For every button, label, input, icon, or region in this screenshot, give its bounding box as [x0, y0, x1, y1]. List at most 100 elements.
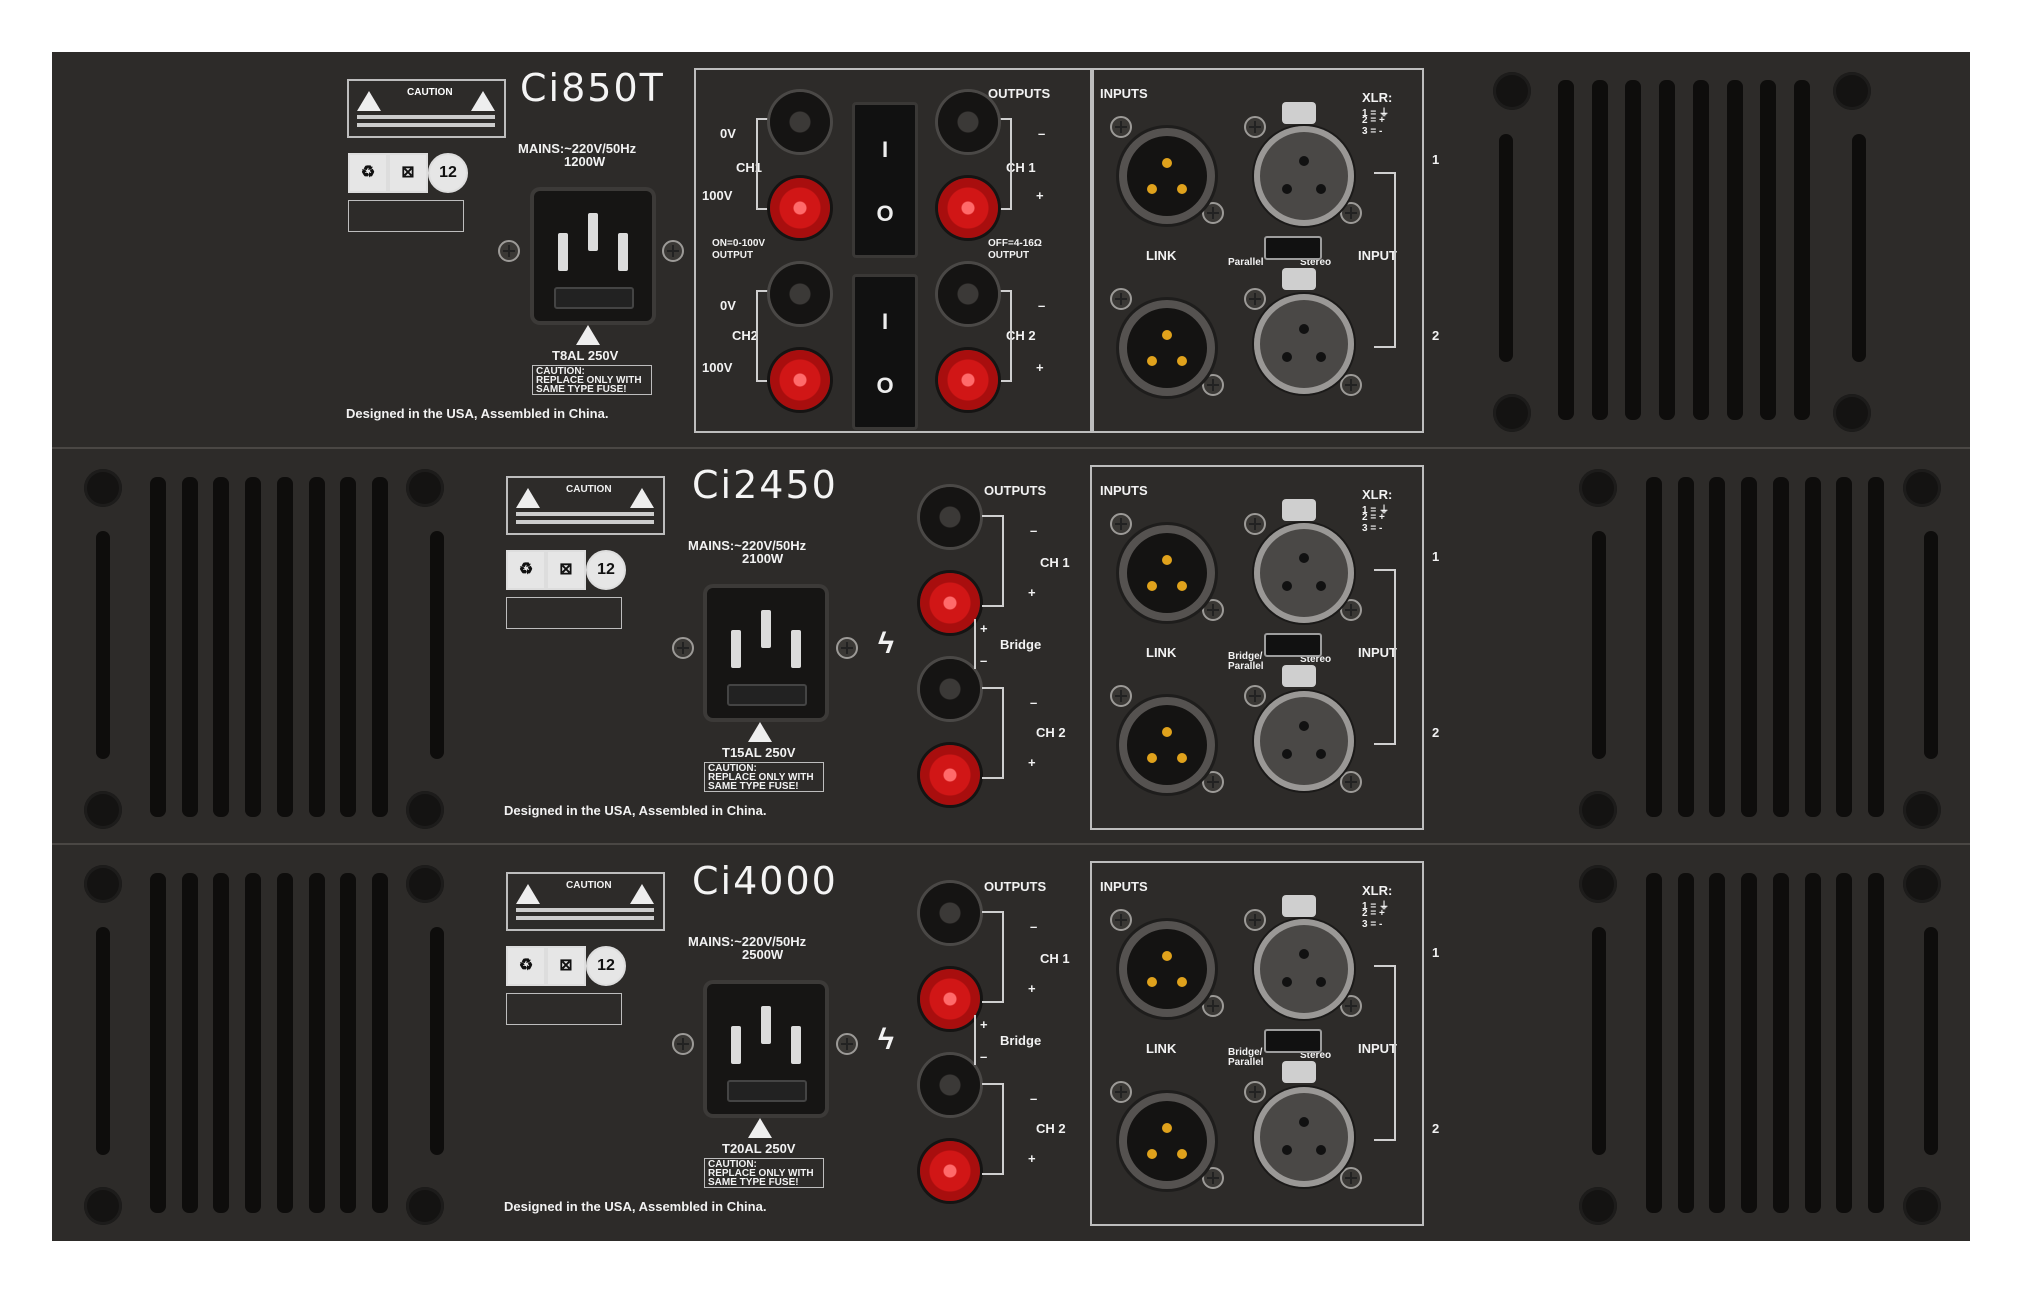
screw-icon: [1244, 1081, 1266, 1103]
vent-slots: [1558, 80, 1810, 420]
bridge-stereo-switch[interactable]: [1264, 633, 1322, 657]
vent-slots: [150, 873, 388, 1213]
ch1-minus-binding-post[interactable]: [920, 487, 980, 547]
fuse-caution-box: CAUTION: REPLACE ONLY WITH SAME TYPE FUS…: [532, 365, 652, 395]
screw-icon: [1202, 1167, 1224, 1189]
ch2-plus-binding-post[interactable]: [920, 1141, 980, 1201]
ch1-0v-binding-post[interactable]: [770, 92, 830, 152]
screw-icon: [1202, 771, 1224, 793]
screw-icon: [836, 1033, 858, 1055]
screw-icon: [498, 240, 520, 262]
warning-triangle-icon: [748, 1118, 772, 1138]
input-1-xlr-female[interactable]: [1254, 919, 1354, 1019]
rack-screw: [1903, 865, 1941, 903]
link-1-xlr-male[interactable]: [1119, 525, 1215, 621]
rack-screw: [1903, 469, 1941, 507]
caution-text: CAUTION: [566, 484, 612, 495]
xlr-release-latch[interactable]: [1282, 499, 1316, 521]
ch1-minus-binding-post[interactable]: [920, 883, 980, 943]
bridge-stereo-switch[interactable]: [1264, 1029, 1322, 1053]
ch2-0v-binding-post[interactable]: [770, 264, 830, 324]
xlr-release-latch[interactable]: [1282, 268, 1316, 290]
ch1-output-mode-switch[interactable]: I O: [852, 102, 918, 258]
warning-triangle-icon: [576, 325, 600, 345]
vent-slots: [1646, 477, 1884, 817]
xlr-release-latch[interactable]: [1282, 102, 1316, 124]
ch1-minus-binding-post[interactable]: [938, 92, 998, 152]
warning-triangle-icon: [630, 884, 654, 904]
vent-slots: [1924, 927, 1940, 1155]
rack-screw: [1903, 1187, 1941, 1225]
ch2-output-mode-switch[interactable]: I O: [852, 274, 918, 430]
rack-screw: [1833, 72, 1871, 110]
link-1-xlr-male[interactable]: [1119, 128, 1215, 224]
fuse-drawer[interactable]: [727, 1080, 807, 1102]
ch2-minus-binding-post[interactable]: [920, 1055, 980, 1115]
input-1-xlr-female[interactable]: [1254, 523, 1354, 623]
screw-icon: [1110, 909, 1132, 931]
fuse-drawer[interactable]: [554, 287, 634, 309]
screw-icon: [1340, 995, 1362, 1017]
vent-slots: [430, 927, 446, 1155]
iec-power-inlet[interactable]: [707, 984, 825, 1114]
inputs-title: INPUTS: [1100, 86, 1148, 101]
ch2-plus-binding-post[interactable]: [938, 350, 998, 410]
screw-icon: [1202, 202, 1224, 224]
link-2-xlr-male[interactable]: [1119, 1093, 1215, 1189]
vent-slots: [1592, 927, 1608, 1155]
weee-bin-icon: ⊠: [546, 550, 586, 590]
iec-power-inlet[interactable]: [534, 191, 652, 321]
amp-unit-ci850t: CAUTION ♻ ⊠ 12 Ci850T MAINS:~220V/50Hz 1…: [52, 52, 1970, 449]
xlr-release-latch[interactable]: [1282, 665, 1316, 687]
screw-icon: [1202, 374, 1224, 396]
parallel-stereo-switch[interactable]: [1264, 236, 1322, 260]
bridge-label: Bridge: [1000, 1033, 1042, 1048]
ch2-minus-binding-post[interactable]: [920, 659, 980, 719]
outputs-title: OUTPUTS: [984, 483, 1047, 498]
input-2-xlr-female[interactable]: [1254, 1087, 1354, 1187]
ch1-plus-binding-post[interactable]: [920, 969, 980, 1029]
warning-triangle-icon: [748, 722, 772, 742]
input-2-xlr-female[interactable]: [1254, 691, 1354, 791]
ch2-minus-binding-post[interactable]: [938, 264, 998, 324]
xlr-release-latch[interactable]: [1282, 895, 1316, 917]
screw-icon: [1244, 513, 1266, 535]
ch1-plus-binding-post[interactable]: [938, 178, 998, 238]
fuse-caution-box: CAUTION: REPLACE ONLY WITH SAME TYPE FUS…: [704, 1158, 824, 1188]
ch2-100v-binding-post[interactable]: [770, 350, 830, 410]
ch1-100v-binding-post[interactable]: [770, 178, 830, 238]
rack-screw: [1903, 791, 1941, 829]
link-1-xlr-male[interactable]: [1119, 921, 1215, 1017]
screw-icon: [1110, 116, 1132, 138]
screw-icon: [1110, 288, 1132, 310]
screw-icon: [1340, 202, 1362, 224]
input-2-xlr-female[interactable]: [1254, 294, 1354, 394]
rack-screw: [406, 791, 444, 829]
input-1-xlr-female[interactable]: [1254, 126, 1354, 226]
mains-voltage: MAINS:~220V/50Hz: [518, 141, 637, 156]
footer-text: Designed in the USA, Assembled in China.: [346, 406, 609, 421]
rack-screw: [84, 865, 122, 903]
bridge-label: Bridge: [1000, 637, 1042, 652]
model-name: Ci2450: [692, 463, 838, 507]
vent-slots: [1924, 531, 1940, 759]
outputs-title: OUTPUTS: [988, 86, 1051, 101]
screw-icon: [672, 637, 694, 659]
warning-triangle-icon: [471, 91, 495, 111]
iec-power-inlet[interactable]: [707, 588, 825, 718]
vent-slots: [430, 531, 446, 759]
footer-text: Designed in the USA, Assembled in China.: [504, 1199, 767, 1214]
rack-screw: [1579, 865, 1617, 903]
fuse-drawer[interactable]: [727, 684, 807, 706]
inputs-panel: [1090, 861, 1424, 1226]
xlr-release-latch[interactable]: [1282, 1061, 1316, 1083]
link-2-xlr-male[interactable]: [1119, 697, 1215, 793]
caution-label: CAUTION: [347, 79, 506, 138]
screw-icon: [1244, 116, 1266, 138]
ch2-plus-binding-post[interactable]: [920, 745, 980, 805]
link-2-xlr-male[interactable]: [1119, 300, 1215, 396]
rack-screw: [1493, 72, 1531, 110]
fuse-rating: T8AL 250V: [552, 348, 619, 363]
rack-screw: [84, 791, 122, 829]
ch1-plus-binding-post[interactable]: [920, 573, 980, 633]
